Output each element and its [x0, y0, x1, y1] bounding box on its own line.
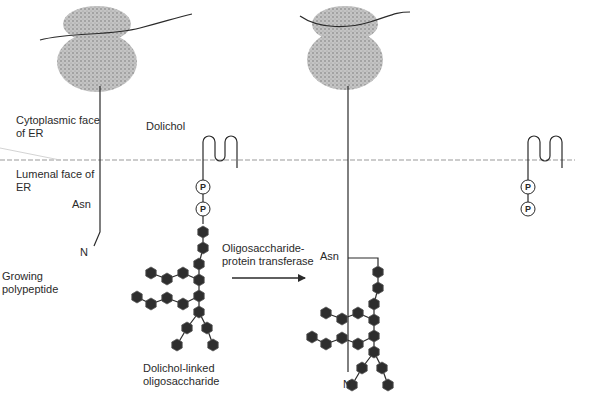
membrane-label: Lumenal face of ER [16, 168, 96, 194]
lipid-label: Dolichol [146, 120, 185, 133]
ribosome [40, 6, 192, 92]
ribosome [300, 6, 410, 90]
phosphate-label: P [200, 183, 206, 192]
chain-label: Growing polypeptide [2, 270, 70, 296]
phosphate [521, 202, 535, 216]
phosphate-label: P [525, 183, 531, 192]
phosphate-label: P [200, 205, 206, 214]
terminus-label: N [80, 246, 88, 259]
phosphate-label: P [525, 205, 531, 214]
glycosidic-link [348, 258, 378, 266]
oligosaccharide-tree [307, 266, 393, 391]
oligosaccharide-tree [132, 226, 218, 351]
phosphate [196, 202, 210, 216]
phosphate [521, 180, 535, 194]
terminus-label: N [343, 378, 351, 391]
substrate-label: Dolichol-linked oligosaccharide [143, 362, 253, 388]
reaction-arrow [232, 277, 305, 278]
enzyme-label: Oligosaccharide-protein transferase [222, 242, 318, 268]
membrane-label: Cytoplasmic face of ER [16, 114, 108, 140]
dolichol-lipid [203, 136, 237, 180]
residue-label: Asn [72, 198, 91, 211]
phosphate [196, 180, 210, 194]
membrane-edge [0, 148, 60, 160]
polypeptide-chain [94, 86, 100, 246]
polypeptide-chain [347, 86, 348, 372]
dolichol-lipid [528, 136, 562, 180]
er-membrane [0, 159, 575, 160]
residue-label: Asn [320, 250, 339, 263]
